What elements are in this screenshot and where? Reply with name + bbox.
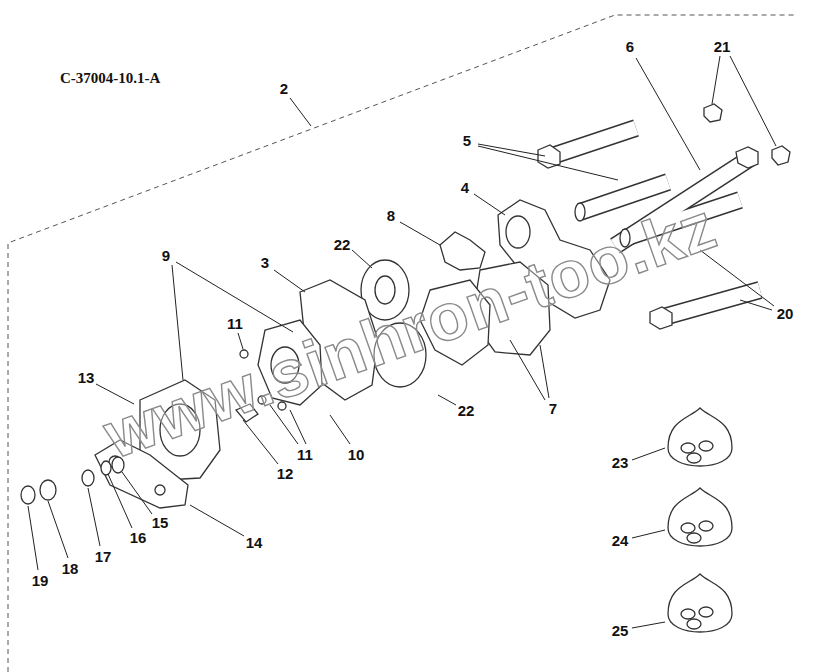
callout-number: 10 <box>348 447 365 462</box>
callout-number: 6 <box>626 39 634 54</box>
callout-number: 17 <box>95 549 112 564</box>
callout-number: 2 <box>280 81 288 96</box>
callout-number: 11 <box>297 447 313 462</box>
figure-code: C-37004-10.1-A <box>60 71 160 86</box>
leader-lines <box>28 56 776 628</box>
callout-number: 4 <box>461 180 469 195</box>
callout-number: 15 <box>152 515 169 530</box>
callout-number: 21 <box>714 39 731 54</box>
callout-number: 22 <box>458 403 475 418</box>
callout-number: 22 <box>334 237 351 252</box>
callout-number: 3 <box>261 255 269 270</box>
callout-number: 23 <box>612 455 629 470</box>
callout-number: 18 <box>62 561 79 576</box>
callout-number: 20 <box>777 306 794 321</box>
callout-number: 5 <box>463 133 471 148</box>
callout-number: 24 <box>612 533 629 548</box>
callout-number: 12 <box>277 466 294 481</box>
callout-number: 11 <box>227 316 243 331</box>
watermark: www.sinhron-too.kz <box>96 192 724 469</box>
callout-number: 13 <box>78 370 95 385</box>
callout-number: 9 <box>162 248 170 263</box>
callout-number: 19 <box>32 573 49 588</box>
callout-number: 14 <box>246 535 263 550</box>
callout-number: 7 <box>549 401 557 416</box>
group-outline <box>8 15 795 672</box>
seal-kit-bags <box>668 408 732 632</box>
callout-number: 8 <box>387 208 395 223</box>
callout-number: 16 <box>130 530 147 545</box>
callout-number: 25 <box>612 623 629 638</box>
